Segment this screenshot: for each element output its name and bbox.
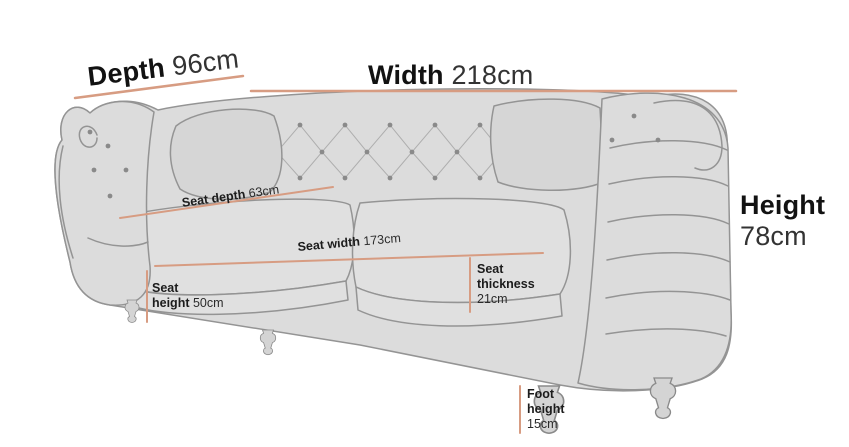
foot-height-label: Foot height 15cm <box>527 387 565 431</box>
left-pillow <box>169 108 283 200</box>
width-measurement-label: Width 218cm <box>368 60 533 91</box>
width-value-text: 218cm <box>451 60 534 90</box>
seat-width-line <box>154 252 544 267</box>
seat-depth-line <box>119 186 334 219</box>
left-front-foot <box>124 299 140 323</box>
left-seat-cushion-front <box>129 280 349 316</box>
depth-line <box>73 74 245 100</box>
height-measurement-label: Height 78cm <box>740 190 825 252</box>
mid-front-foot <box>259 329 277 356</box>
right-seat-cushion-top <box>351 197 572 304</box>
height-label-text: Height <box>740 190 826 220</box>
seat-thickness-label: Seat thickness 21cm <box>477 262 535 306</box>
width-label-text: Width <box>368 60 444 90</box>
right-arm <box>577 92 732 391</box>
right-pillow <box>489 98 605 191</box>
seat-cushions <box>116 197 572 327</box>
right-seat-cushion-front <box>355 286 563 327</box>
height-value-text: 78cm <box>740 221 807 252</box>
seat-height-label: Seat height 50cm <box>152 281 224 310</box>
left-arm <box>54 100 155 306</box>
right-back-foot <box>649 377 677 420</box>
measurement-lines <box>73 74 738 434</box>
arm-tuft-buttons <box>87 113 661 199</box>
back-pillows <box>169 98 605 200</box>
